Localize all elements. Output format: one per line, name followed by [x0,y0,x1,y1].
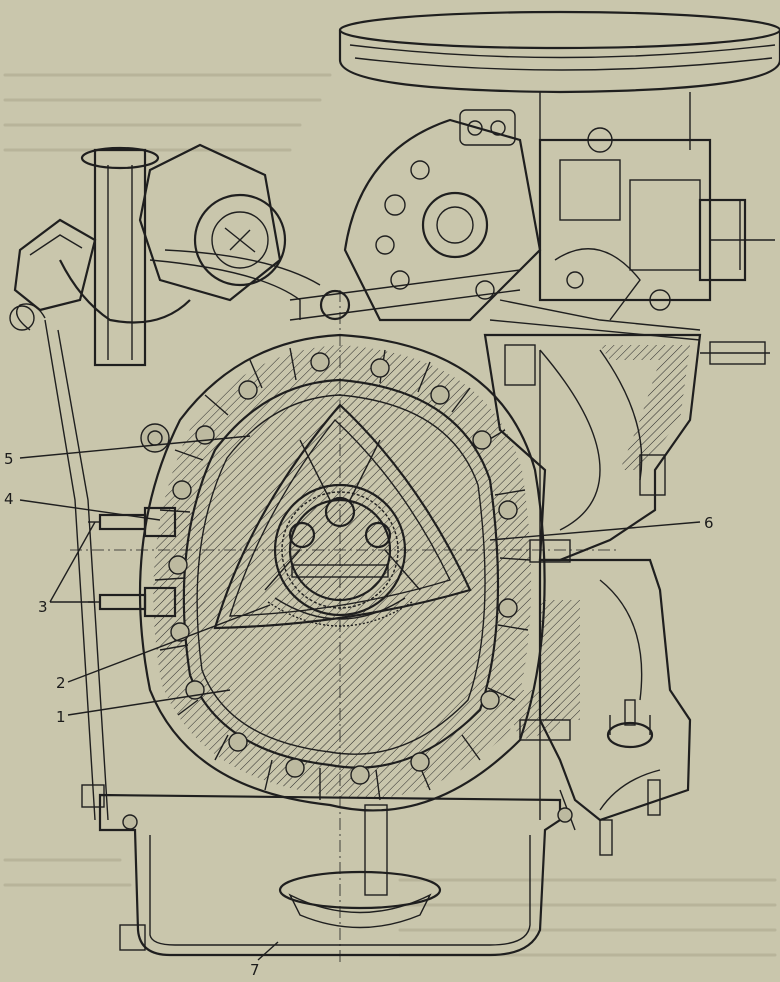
callout-labels: 5 4 3 2 1 6 7 [4,450,714,979]
spark-plugs [88,506,205,618]
carburetor [489,127,775,341]
intake-manifold [483,333,770,562]
callout-2: 2 [56,674,66,692]
leader-1 [67,689,231,716]
leader-6 [489,521,701,541]
background-bleed-lines [3,73,777,957]
callout-leaders [19,435,701,961]
alternator-bracket [289,109,542,322]
callout-5: 5 [4,450,14,468]
callout-7: 7 [250,961,260,979]
leader-2 [67,604,271,683]
center-lines [70,290,620,965]
callout-1: 1 [56,708,66,726]
callout-6: 6 [704,514,714,532]
leader-3a [49,521,96,603]
oil-pan [81,784,573,957]
leader-5 [19,435,251,459]
distributor-assembly [9,143,321,821]
leader-7 [257,941,279,961]
leader-4 [19,499,161,521]
air-filter-housing [338,10,780,150]
callout-3: 3 [38,598,48,616]
housing-bolts [140,352,518,785]
side-housing [500,350,692,856]
callout-4: 4 [4,490,14,508]
